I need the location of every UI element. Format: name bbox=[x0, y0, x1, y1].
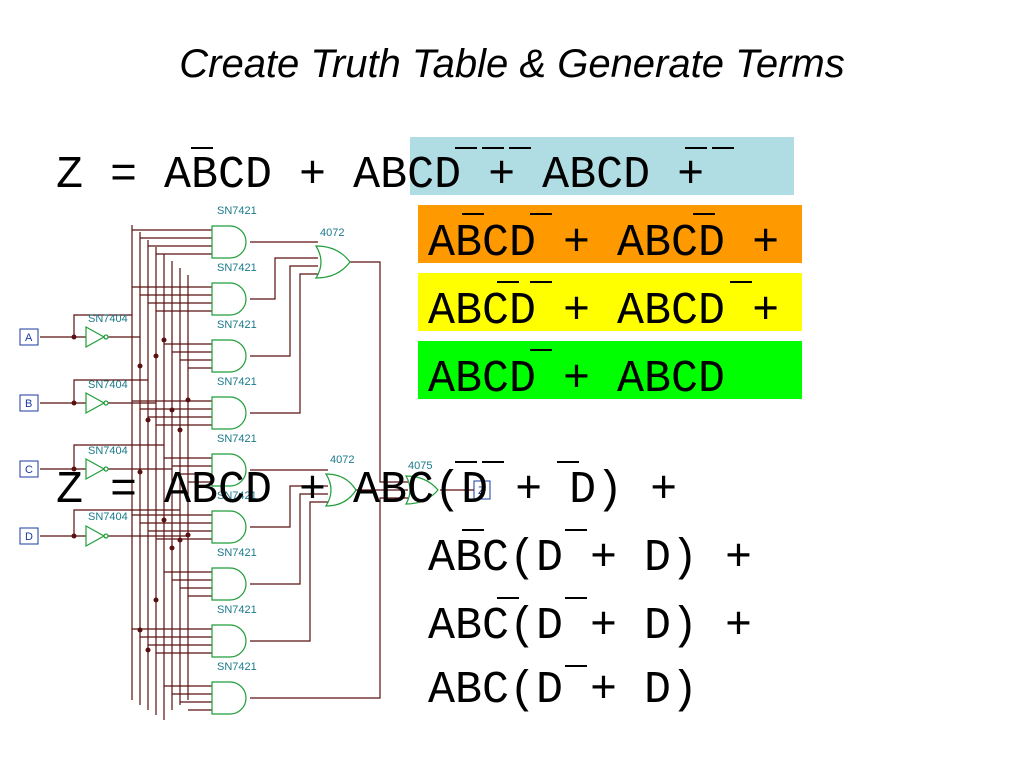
overbar bbox=[565, 597, 587, 599]
overbar bbox=[462, 529, 484, 531]
and-gates bbox=[211, 225, 247, 715]
equation1-row3: ABCD + ABCD + bbox=[428, 286, 779, 338]
equation2-row4: ABC(D + D) bbox=[428, 665, 699, 716]
highlight-box-blue bbox=[410, 137, 794, 195]
slide-title: Create Truth Table & Generate Terms bbox=[179, 42, 845, 86]
overbar bbox=[455, 461, 477, 463]
and-gate-label: SN7421 bbox=[217, 319, 257, 331]
input-pins bbox=[19, 328, 491, 545]
overbar bbox=[497, 281, 519, 283]
and-gate-label: SN7421 bbox=[217, 490, 257, 502]
junction-dots bbox=[71, 334, 191, 653]
overbar bbox=[482, 461, 504, 463]
equation2-row3: ABC(D + D) + bbox=[428, 601, 753, 652]
input-b-label: B bbox=[25, 398, 32, 410]
and-gate-label: SN7421 bbox=[217, 604, 257, 616]
eq1-term1: ABCD + bbox=[164, 150, 354, 201]
circuit-wires bbox=[40, 225, 474, 720]
equation2-row1: Z = ABCD + ABC(D + D) + bbox=[56, 465, 678, 516]
inverter-label: SN7404 bbox=[88, 511, 128, 523]
and-gate-label: SN7421 bbox=[217, 205, 257, 217]
equation1-row2: ABCD + ABCD + bbox=[428, 218, 779, 270]
overbar bbox=[557, 461, 579, 463]
or-gate-label: 4072 bbox=[330, 454, 354, 466]
overbar bbox=[509, 147, 531, 149]
eq1-row3-plus: + bbox=[725, 286, 780, 337]
eq1-row3-terms: ABCD + ABCD bbox=[428, 286, 726, 337]
or-gates bbox=[314, 245, 439, 507]
input-d-label: D bbox=[25, 531, 33, 543]
overbar bbox=[693, 213, 715, 215]
overbar bbox=[685, 147, 707, 149]
inverter-label: SN7404 bbox=[88, 445, 128, 457]
eq1-z-prefix: Z = bbox=[56, 150, 165, 201]
overbar bbox=[565, 665, 587, 667]
overbar bbox=[530, 281, 552, 283]
output-z-label: Z bbox=[478, 485, 485, 497]
eq1-row2-terms: ABCD + ABCD bbox=[428, 218, 726, 269]
equation1-row1: Z = ABCD + ABCD + ABCD + bbox=[56, 150, 704, 202]
overbar bbox=[530, 349, 552, 351]
overbar bbox=[565, 529, 587, 531]
overbar bbox=[712, 147, 734, 149]
equation2-row2: ABC(D + D) + bbox=[428, 533, 753, 584]
input-a-label: A bbox=[25, 332, 33, 344]
overbar bbox=[191, 147, 213, 149]
logic-circuit-diagram: A B C D Z SN7404 SN7404 SN7404 SN7404 SN… bbox=[19, 205, 491, 720]
eq1-term2-3: ABCD + ABCD bbox=[353, 150, 651, 201]
and-gate-label: SN7421 bbox=[217, 376, 257, 388]
or-gate-label: 4072 bbox=[320, 227, 344, 239]
overbar bbox=[462, 213, 484, 215]
final-or-gate-label: 4075 bbox=[408, 460, 432, 472]
inverter-label: SN7404 bbox=[88, 313, 128, 325]
input-c-label: C bbox=[25, 464, 33, 476]
equation1-row4: ABCD + ABCD bbox=[428, 354, 725, 406]
overbar bbox=[497, 597, 519, 599]
eq1-plus: + bbox=[650, 150, 705, 201]
and-gate-label: SN7421 bbox=[217, 547, 257, 559]
and-gate-label: SN7421 bbox=[217, 433, 257, 445]
overbar bbox=[455, 147, 477, 149]
eq1-row4-terms: ABCD + ABCD bbox=[428, 354, 726, 405]
and-gate-label: SN7421 bbox=[217, 262, 257, 274]
overbar bbox=[530, 213, 552, 215]
overbar bbox=[730, 281, 752, 283]
and-gate-label: SN7421 bbox=[217, 661, 257, 673]
eq1-row2-plus: + bbox=[725, 218, 780, 269]
inverter-gates bbox=[85, 325, 109, 548]
highlight-box-green bbox=[418, 341, 802, 399]
overbar bbox=[482, 147, 504, 149]
inverter-label: SN7404 bbox=[88, 379, 128, 391]
